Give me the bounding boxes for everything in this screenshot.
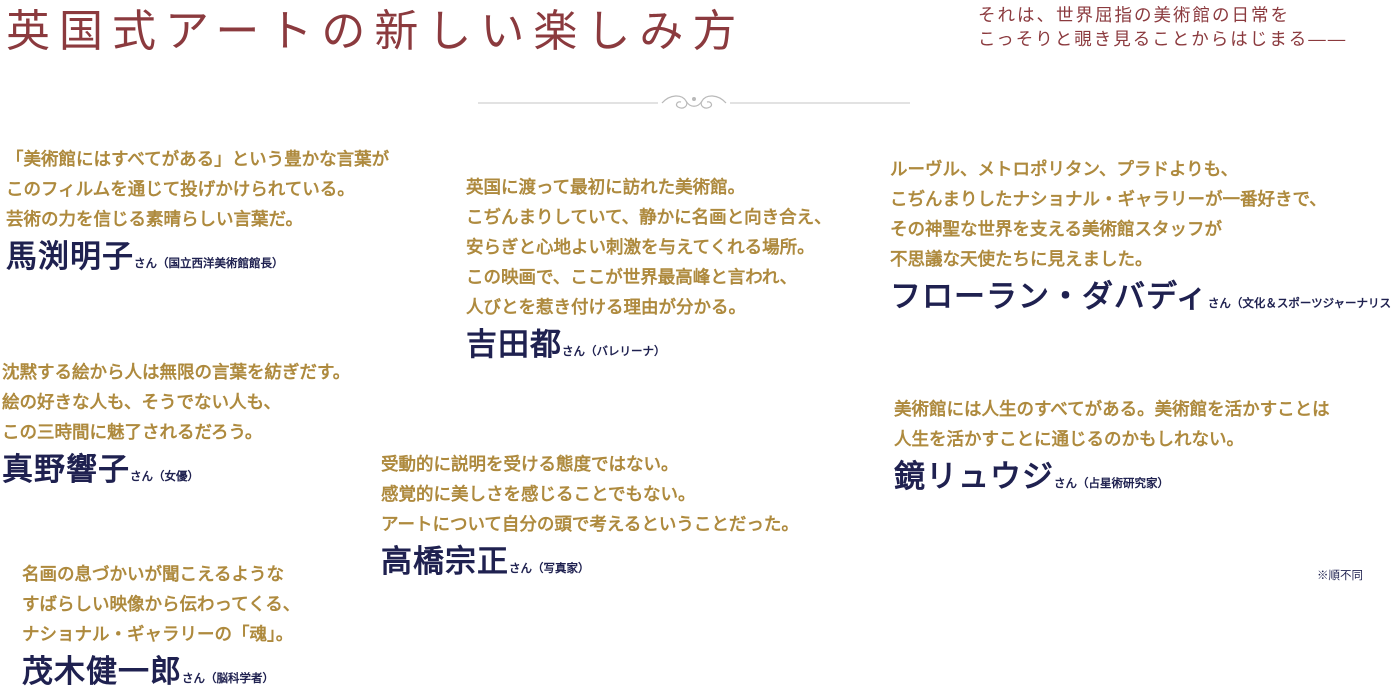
signature: 馬渕明子さん（国立西洋美術館館長） bbox=[6, 237, 389, 283]
person-role: さん（国立西洋美術館館長） bbox=[134, 256, 284, 270]
testimonial-kagami: 美術館には人生のすべてがある。美術館を活かすことは 人生を活かすことに通じるのか… bbox=[894, 395, 1330, 503]
person-name: 馬渕明子 bbox=[6, 239, 134, 275]
quote-line: 感覚的に美しさを感じることでもない。 bbox=[381, 485, 696, 505]
quote-line: この映画で、ここが世界最高峰と言われ、 bbox=[466, 268, 798, 288]
testimonial-takahashi: 受動的に説明を受ける態度ではない。 感覚的に美しさを感じることでもない。 アート… bbox=[381, 450, 799, 588]
quote-line: 「美術館にはすべてがある」という豊かな言葉が bbox=[6, 150, 390, 170]
quote-line: ルーヴル、メトロポリタン、プラドよりも、 bbox=[890, 160, 1239, 180]
quote-line: 人生を活かすことに通じるのかもしれない。 bbox=[894, 430, 1244, 450]
quote-line: 英国に渡って最初に訪れた美術館。 bbox=[466, 178, 746, 198]
person-role: さん（占星術研究家） bbox=[1054, 476, 1169, 490]
person-role: さん（文化＆スポーツジャーナリスト） bbox=[1207, 296, 1391, 310]
quote-line: この三時間に魅了されるだろう。 bbox=[2, 423, 263, 443]
order-note: ※順不同 bbox=[1317, 568, 1363, 582]
person-name: 高橋宗正 bbox=[381, 544, 509, 580]
quote-line: ナショナル・ギャラリーの「魂」。 bbox=[22, 625, 294, 645]
quote-line: こぢんまりしていて、静かに名画と向き合え、 bbox=[466, 208, 832, 228]
person-name: 茂木健一郎 bbox=[22, 654, 182, 690]
testimonial-yoshida: 英国に渡って最初に訪れた美術館。 こぢんまりしていて、静かに名画と向き合え、 安… bbox=[466, 173, 832, 371]
quote-line: 絵の好きな人も、そうでない人も、 bbox=[2, 393, 281, 413]
subtitle-line: こっそりと覗き見ることからはじまる―― bbox=[978, 30, 1348, 50]
subtitle-line: それは、世界屈指の美術館の日常を bbox=[978, 6, 1290, 26]
quote-line: 美術館には人生のすべてがある。美術館を活かすことは bbox=[894, 400, 1330, 420]
signature: 吉田都さん（バレリーナ） bbox=[466, 325, 832, 371]
quote-line: アートについて自分の頭で考えるということだった。 bbox=[381, 515, 799, 535]
quote-line: 芸術の力を信じる素晴らしい言葉だ。 bbox=[6, 210, 303, 230]
testimonial-mabuchi: 「美術館にはすべてがある」という豊かな言葉が このフィルムを通じて投げかけられて… bbox=[6, 145, 389, 283]
person-role: さん（脳科学者） bbox=[182, 671, 274, 685]
person-role: さん（写真家） bbox=[509, 561, 590, 575]
person-name: フローラン・ダバディ bbox=[890, 279, 1208, 315]
quote-line: 沈黙する絵から人は無限の言葉を紡ぎだす。 bbox=[2, 363, 351, 383]
signature: 真野響子さん（女優） bbox=[2, 450, 350, 496]
quote-line: 安らぎと心地よい刺激を与えてくれる場所。 bbox=[466, 238, 815, 258]
quote-line: このフィルムを通じて投げかけられている。 bbox=[6, 180, 355, 200]
quote-line: 不思議な天使たちに見えました。 bbox=[890, 250, 1153, 270]
quote-line: 人びとを惹き付ける理由が分かる。 bbox=[466, 298, 746, 318]
page-title: 英国式アートの新しい楽しみ方 bbox=[6, 6, 746, 57]
person-name: 真野響子 bbox=[2, 452, 130, 488]
quote-line: こぢんまりしたナショナル・ギャラリーが一番好きで、 bbox=[890, 190, 1327, 210]
signature: 高橋宗正さん（写真家） bbox=[381, 542, 799, 588]
quote-line: 受動的に説明を受ける態度ではない。 bbox=[381, 455, 679, 475]
person-name: 吉田都 bbox=[466, 327, 562, 363]
quote-line: 名画の息づかいが聞こえるような bbox=[22, 565, 284, 585]
quote-line: すばらしい映像から伝わってくる、 bbox=[22, 595, 301, 615]
page-subtitle: それは、世界屈指の美術館の日常を こっそりと覗き見ることからはじまる―― bbox=[978, 4, 1388, 52]
testimonial-mano: 沈黙する絵から人は無限の言葉を紡ぎだす。 絵の好きな人も、そうでない人も、 この… bbox=[2, 358, 350, 496]
signature: 鏡リュウジさん（占星術研究家） bbox=[894, 457, 1330, 503]
signature: フローラン・ダバディさん（文化＆スポーツジャーナリスト） bbox=[890, 277, 1391, 323]
testimonial-mogi: 名画の息づかいが聞こえるような すばらしい映像から伝わってくる、 ナショナル・ギ… bbox=[22, 560, 300, 698]
person-name: 鏡リュウジ bbox=[894, 459, 1054, 495]
quote-line: その神聖な世界を支える美術館スタッフが bbox=[890, 220, 1222, 240]
signature: 茂木健一郎さん（脳科学者） bbox=[22, 652, 300, 698]
person-role: さん（女優） bbox=[130, 469, 199, 483]
ornament-divider bbox=[478, 95, 910, 109]
person-role: さん（バレリーナ） bbox=[562, 344, 666, 358]
testimonial-dabadie: ルーヴル、メトロポリタン、プラドよりも、 こぢんまりしたナショナル・ギャラリーが… bbox=[890, 155, 1391, 323]
